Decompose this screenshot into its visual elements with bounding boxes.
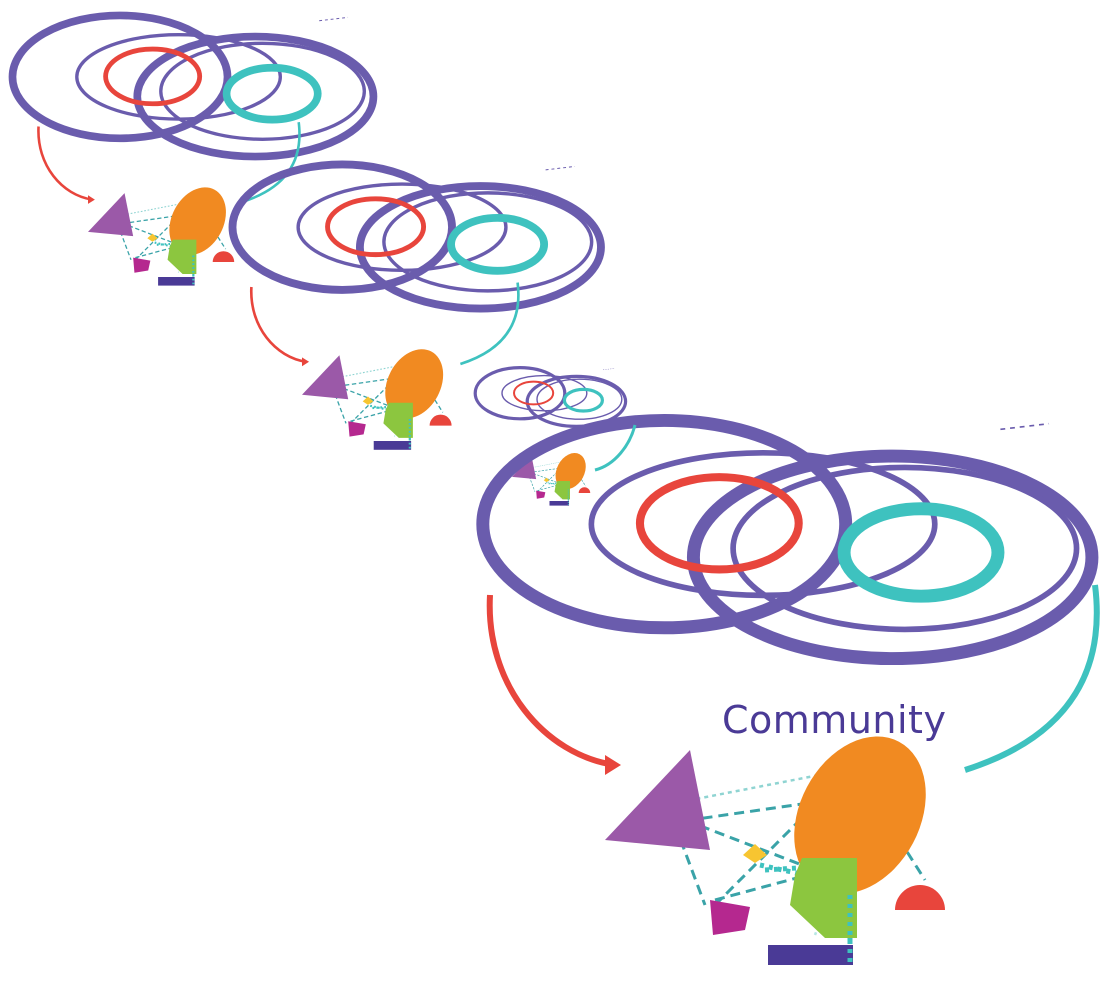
level-2-ring-accent-dash [545, 165, 576, 171]
level-2 [228, 160, 605, 450]
level-3-outer-ring-left [473, 365, 567, 421]
level-4-arrow-red-head [605, 755, 621, 775]
level-1-node-diamond [147, 233, 158, 242]
community-label: Community [722, 698, 947, 742]
level-1-outer-ring-right [133, 32, 378, 161]
level-3-outer-ring-right [525, 374, 628, 429]
level-2-link-ellipse-circle [426, 387, 444, 413]
level-4-rings [476, 413, 1099, 666]
level-4-ring-accent-dash [1000, 422, 1050, 431]
level-2-outer-ring-left [228, 160, 456, 294]
level-4-link-trapezoid-ellipse [713, 813, 807, 907]
level-4-molecule [605, 736, 945, 965]
level-5 [594, 424, 637, 472]
level-1 [8, 11, 378, 286]
level-4-outer-ring-right [686, 449, 1099, 666]
level-1-node-triangle [88, 193, 134, 237]
level-4-node-hexagon [790, 858, 857, 938]
level-4-link-triangle-trapezoid [673, 824, 707, 906]
level-1-link-triangle-hexagon [122, 222, 179, 246]
level-2-node-triangle [302, 355, 349, 400]
level-4 [476, 413, 1100, 965]
level-1-link-trapezoid-ellipse [134, 220, 175, 261]
level-3-link-triangle-trapezoid [527, 473, 536, 492]
level-4-link-ellipse-circle [888, 824, 927, 881]
level-1-middle-ring-right [159, 41, 367, 141]
level-3-node-hexagon [554, 480, 570, 500]
level-3-link-triangle-hexagon [530, 471, 561, 485]
level-4-node-trapezoid [710, 900, 750, 935]
level-1-rings [8, 11, 378, 161]
level-1-node-rect [158, 277, 195, 286]
level-3-node-rect [549, 501, 570, 506]
level-4-link-triangle-hexagon [684, 818, 816, 872]
level-1-node-trapezoid [133, 257, 151, 273]
level-1-outer-ring-left [8, 11, 232, 143]
level-4-inner-ring-red [635, 473, 803, 574]
level-1-molecule [88, 187, 235, 286]
level-3-node-ellipse [555, 453, 586, 490]
level-3-node-diamond [543, 477, 550, 483]
level-4-middle-ring-right [730, 464, 1080, 633]
level-5-arrow-teal [594, 424, 637, 472]
level-2-inner-ring-red [325, 196, 427, 258]
level-1-ring-accent-dash [319, 16, 349, 22]
level-3-link-trapezoid-ellipse [537, 470, 559, 493]
level-2-node-hexagon [383, 402, 413, 438]
level-4-arrow-red [486, 594, 616, 768]
level-3-middle-ring-right [536, 378, 623, 420]
level-2-inner-ring-teal [447, 213, 549, 275]
level-1-node-hexagon [167, 239, 197, 274]
level-4-node-diamond [743, 844, 767, 863]
level-2-node-rect [373, 441, 412, 450]
level-4-node-rect [768, 945, 853, 965]
level-2-link-triangle-trapezoid [332, 387, 347, 424]
level-2-node-circle [429, 414, 452, 426]
level-2-rings [228, 160, 605, 313]
level-2-node-diamond [362, 396, 374, 405]
level-2-middle-ring-right [382, 191, 594, 293]
level-3-inner-ring-teal [562, 387, 605, 413]
level-3-ring-accent-dash [602, 368, 616, 370]
level-2-arrow-red [250, 286, 307, 364]
level-1-arrow-red [37, 126, 93, 201]
level-2-arrow-red-head [302, 357, 310, 367]
level-1-link-ellipse-circle [210, 225, 227, 250]
level-3-link-ellipse-circle [577, 473, 586, 487]
level-2-arrows [250, 282, 520, 367]
level-4-arrow-teal [964, 584, 1100, 773]
level-2-arrow-teal [459, 282, 520, 366]
level-1-arrow-red-head [88, 195, 95, 204]
level-2-node-trapezoid [348, 421, 366, 437]
level-4-node-ellipse [794, 736, 926, 894]
level-2-link-trapezoid-ellipse [349, 383, 391, 424]
level-1-inner-ring-red [103, 46, 203, 107]
level-2-outer-ring-right [355, 182, 605, 313]
level-2-node-ellipse [385, 349, 444, 419]
level-4-node-triangle [605, 750, 710, 850]
level-3-inner-ring-red [513, 380, 555, 406]
level-4-outer-ring-left [476, 413, 853, 635]
level-3-node-trapezoid [536, 490, 546, 499]
level-4-node-circle [895, 885, 945, 910]
level-2-link-triangle-hexagon [336, 385, 395, 409]
level-1-node-circle [212, 251, 235, 262]
level-1-inner-ring-teal [222, 63, 322, 124]
level-3-node-circle [578, 487, 591, 493]
level-2-molecule [302, 349, 452, 450]
level-4-inner-ring-teal [837, 502, 1005, 603]
level-1-link-triangle-trapezoid [117, 225, 132, 261]
level-4-arrows [486, 584, 1100, 775]
level-3-rings [473, 365, 628, 429]
level-1-node-ellipse [169, 187, 226, 255]
